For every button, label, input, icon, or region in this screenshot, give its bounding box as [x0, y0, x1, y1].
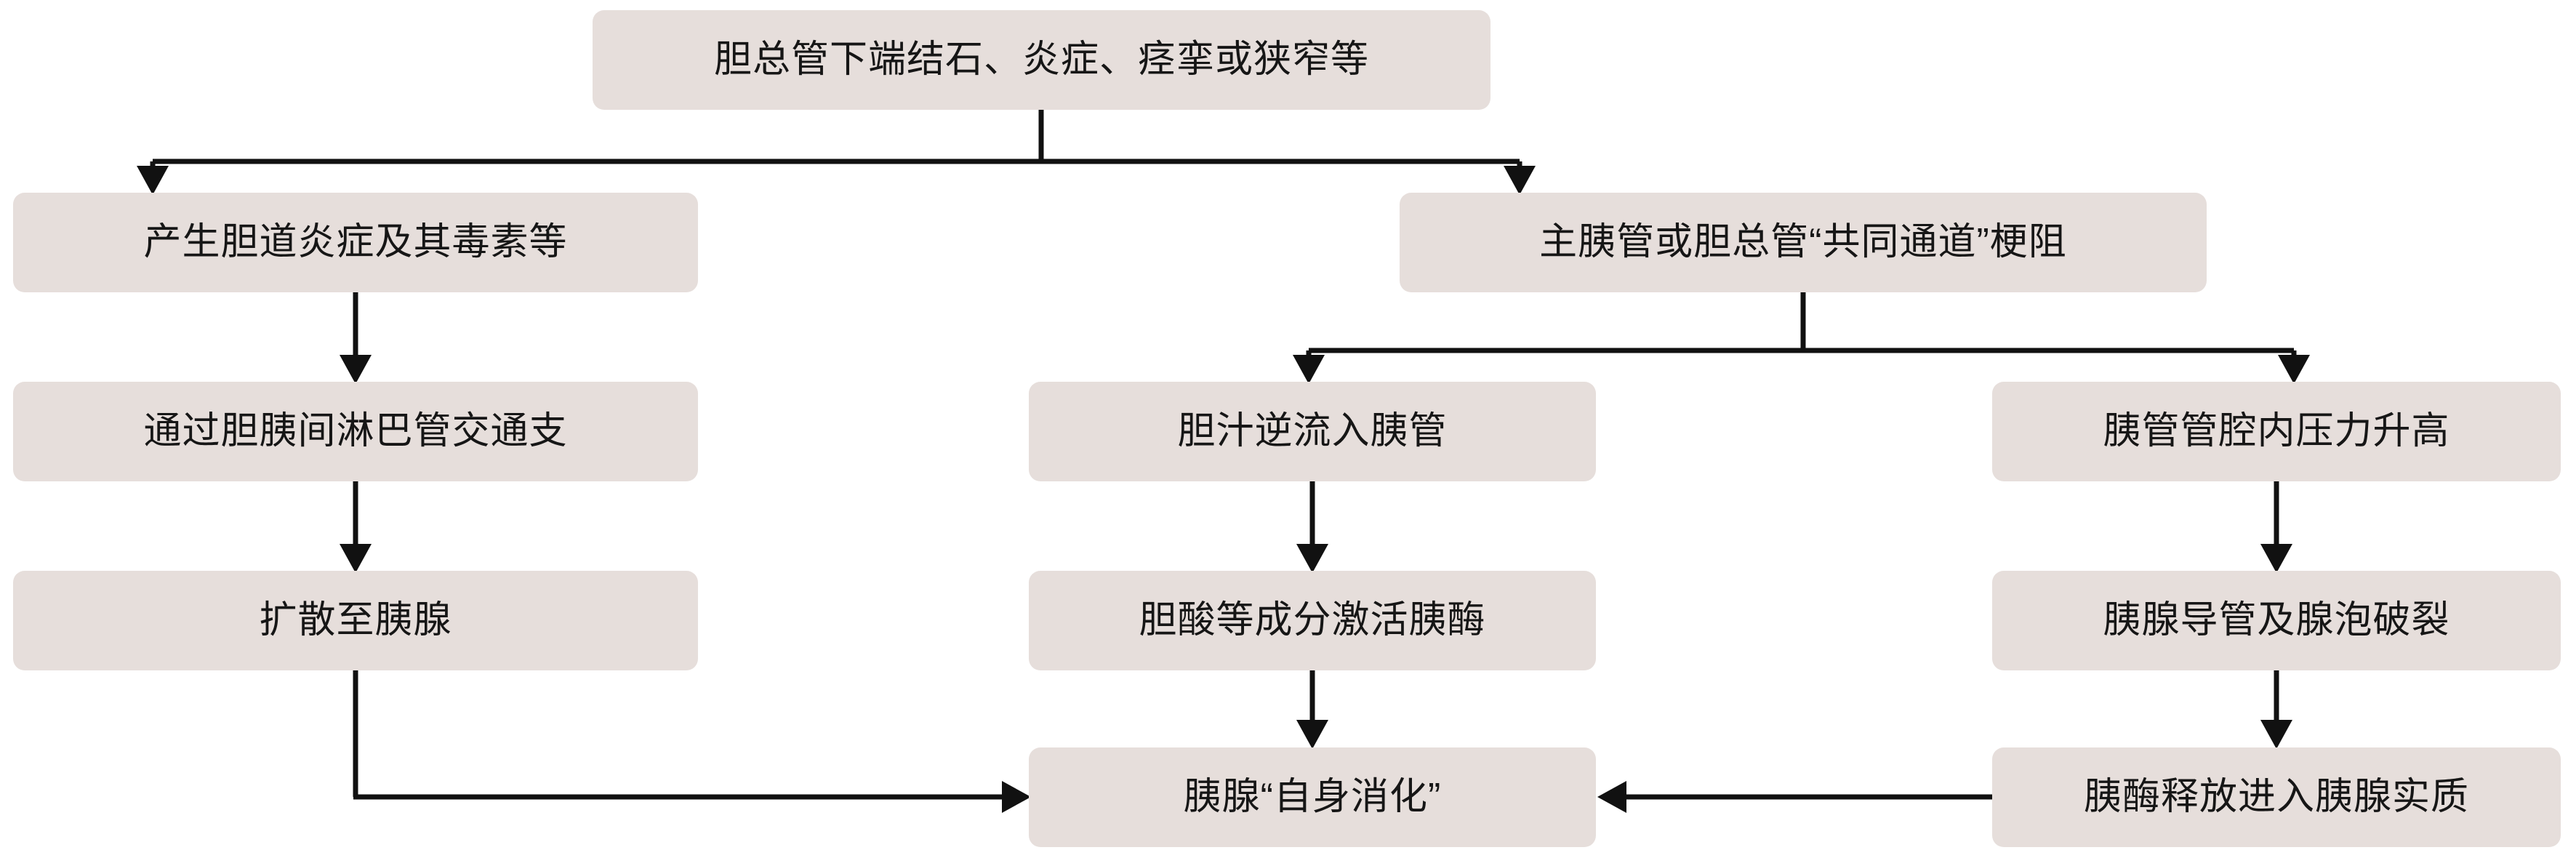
node-enzyme-release[interactable]: 胰酶释放进入胰腺实质 — [1992, 747, 2561, 847]
node-lymphatic-pathway[interactable]: 通过胆胰间淋巴管交通支 — [13, 382, 698, 481]
edge-n11-n10 — [1597, 781, 1992, 813]
edge-n2-n4 — [340, 292, 372, 384]
edge-n4-n7 — [340, 481, 372, 573]
edge-n5-n8 — [1296, 481, 1328, 573]
node-bile-reflux[interactable]: 胆汁逆流入胰管 — [1029, 382, 1596, 481]
arrow-head-icon — [1293, 355, 1325, 384]
node-label: 主胰管或胆总管“共同通道”梗阻 — [1539, 220, 2067, 263]
node-label: 胆酸等成分激活胰酶 — [1139, 598, 1486, 641]
node-autodigestion[interactable]: 胰腺“自身消化” — [1029, 747, 1596, 847]
node-label: 胆汁逆流入胰管 — [1177, 409, 1448, 452]
arrow-head-icon — [1296, 544, 1328, 573]
edge-n9-n11 — [2260, 670, 2292, 749]
arrow-head-icon — [2260, 720, 2292, 749]
node-biliary-inflammation[interactable]: 产生胆道炎症及其毒素等 — [13, 193, 698, 292]
edge-n7-n10 — [353, 670, 1031, 813]
node-label: 胰管管腔内压力升高 — [2103, 409, 2450, 452]
node-common-channel-obstruction[interactable]: 主胰管或胆总管“共同通道”梗阻 — [1400, 193, 2207, 292]
arrow-head-icon — [1504, 166, 1536, 195]
arrow-head-icon — [1002, 781, 1031, 813]
node-label: 胰酶释放进入胰腺实质 — [2083, 775, 2469, 818]
node-root-cause[interactable]: 胆总管下端结石、炎症、痉挛或狭窄等 — [593, 10, 1490, 110]
node-label: 胰腺“自身消化” — [1183, 775, 1442, 818]
node-enzyme-activation[interactable]: 胆酸等成分激活胰酶 — [1029, 571, 1596, 670]
edge-n8-n10 — [1296, 670, 1328, 749]
node-label: 胆总管下端结石、炎症、痉挛或狭窄等 — [713, 38, 1369, 81]
node-label: 产生胆道炎症及其毒素等 — [143, 220, 568, 263]
node-label: 通过胆胰间淋巴管交通支 — [143, 409, 568, 452]
arrow-head-icon — [137, 166, 169, 195]
edge-n3-fork — [1293, 292, 2310, 384]
arrow-head-icon — [2260, 544, 2292, 573]
arrow-head-icon — [340, 355, 372, 384]
node-duct-acinar-rupture[interactable]: 胰腺导管及腺泡破裂 — [1992, 571, 2561, 670]
edge-n6-n9 — [2260, 481, 2292, 573]
node-spread-to-pancreas[interactable]: 扩散至胰腺 — [13, 571, 698, 670]
edge-n1-fork — [137, 110, 1536, 195]
arrow-head-icon — [1597, 781, 1626, 813]
node-label: 胰腺导管及腺泡破裂 — [2103, 598, 2450, 641]
node-duct-pressure-rise[interactable]: 胰管管腔内压力升高 — [1992, 382, 2561, 481]
arrow-head-icon — [340, 544, 372, 573]
arrow-head-icon — [1296, 720, 1328, 749]
arrow-head-icon — [2278, 355, 2310, 384]
node-label: 扩散至胰腺 — [259, 598, 452, 641]
